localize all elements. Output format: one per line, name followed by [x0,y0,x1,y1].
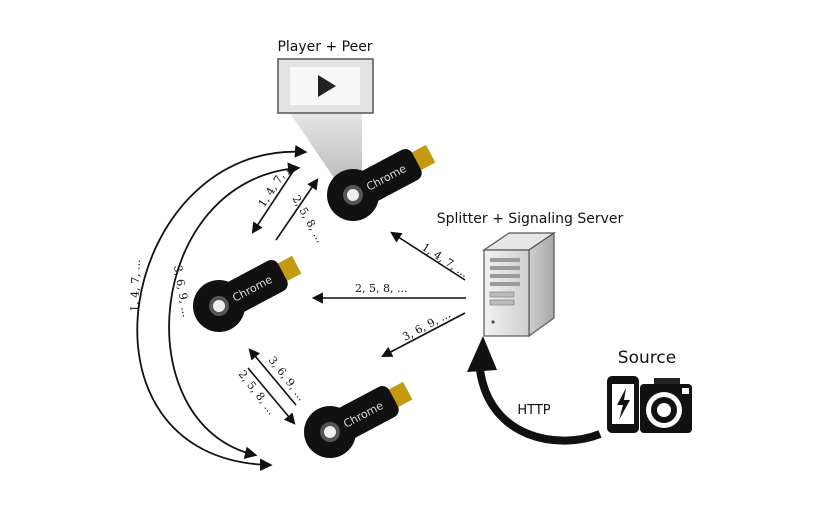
http-arrow-head [467,336,497,372]
arc-outer-peer1-peer3 [136,145,308,472]
arc-inner-peer1-peer3 [168,162,301,459]
projection-beam [290,113,362,178]
chromecast-1: Chrome [327,144,436,221]
dongle-light [347,189,359,201]
http-label: HTTP [517,403,550,418]
chromecast-2: Chrome [193,255,302,332]
seq-label-arc-inner: 3, 6, 9, ... [171,264,193,318]
camera-icon [640,378,692,433]
chromecast-3: Chrome [304,381,413,458]
arrow-server-to-peer3 [381,312,466,358]
source-label: Source [618,348,676,368]
splitter-label: Splitter + Signaling Server [437,211,624,227]
seq-label-server-peer1: 1, 4, 7, ... [419,241,470,280]
player-monitor [277,58,374,178]
seq-label-peer1-peer2: 1, 4, 7, ... [256,159,295,210]
dongle-light [324,426,336,438]
phone-icon [607,376,639,433]
seq-label-arc-outer: 1, 4, 7, ... [128,259,143,312]
seq-label-server-peer3: 3, 6, 9, ... [400,308,452,344]
seq-label-server-peer2: 2, 5, 8, ... [355,282,407,295]
http-arrow [476,369,602,445]
server-icon [482,231,556,338]
player-peer-label: Player + Peer [277,39,372,55]
arrow-server-to-peer1 [390,231,466,281]
dongle-light [213,300,225,312]
play-icon [318,75,336,97]
seq-label-peer2-peer1: 2, 5, 8, ... [289,193,326,245]
